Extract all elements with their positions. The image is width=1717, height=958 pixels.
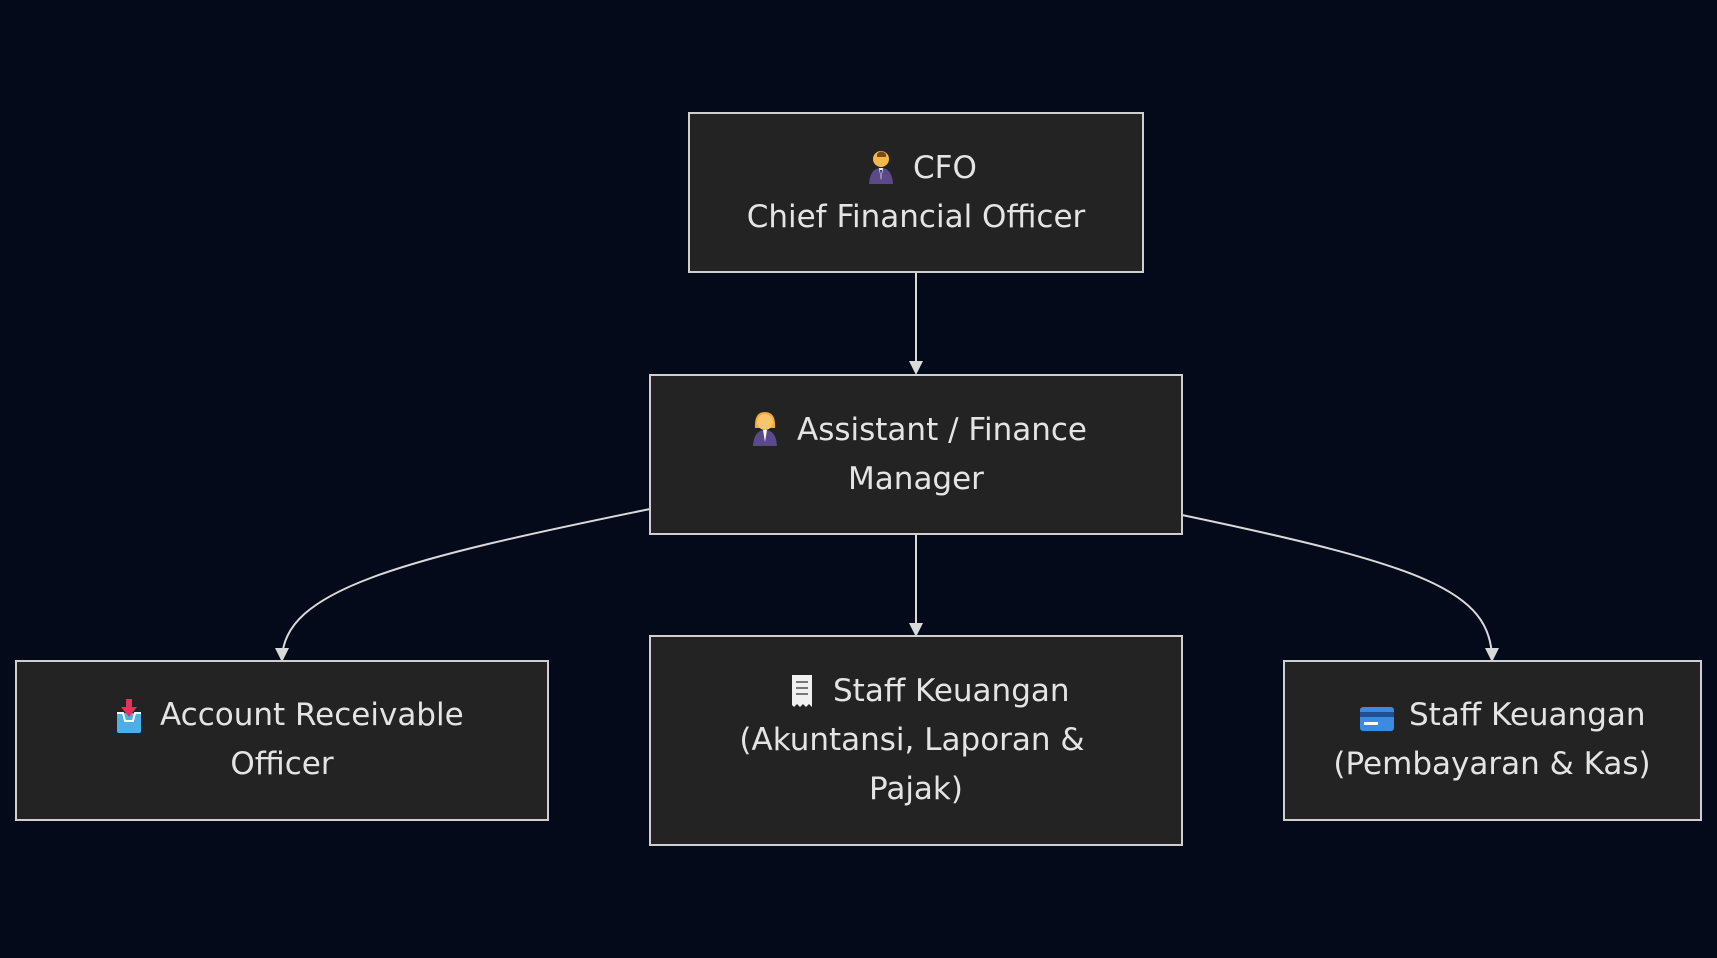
node-ar-line1: Account Receivable [160,697,464,733]
edge-manager-to-payment [1181,514,1499,662]
edge-manager-to-ar [275,508,651,662]
node-payment-line1: Staff Keuangan [1409,697,1646,733]
node-cfo-title: CFO [913,150,977,186]
credit-card-icon [1360,707,1394,731]
node-payment-box [1283,660,1702,821]
inbox-tray-icon [117,699,141,733]
node-ar-box [15,660,549,821]
node-manager-line2: Manager [848,461,984,497]
edges [275,273,1499,662]
node-ar[interactable]: Account Receivable Officer [15,660,549,821]
node-accounting-box [649,635,1183,846]
node-manager-line1: Assistant / Finance [797,412,1087,448]
woman-office-worker-icon [753,412,777,446]
node-accounting-line2: (Akuntansi, Laporan & [739,722,1084,758]
node-cfo[interactable]: CFO Chief Financial Officer [688,112,1144,273]
node-payment[interactable]: Staff Keuangan (Pembayaran & Kas) [1283,660,1702,821]
node-ar-line2: Officer [230,746,333,782]
node-accounting-line1: Staff Keuangan [833,673,1070,709]
node-accounting-line3: Pajak) [869,771,963,807]
node-cfo-subtitle: Chief Financial Officer [747,199,1086,235]
node-payment-line2: (Pembayaran & Kas) [1333,746,1650,782]
node-accounting[interactable]: Staff Keuangan (Akuntansi, Laporan & Paj… [649,635,1183,846]
man-office-worker-icon [869,151,893,184]
node-manager-box [649,374,1183,535]
node-cfo-box [688,112,1144,273]
node-manager[interactable]: Assistant / Finance Manager [649,374,1183,535]
receipt-icon [792,675,812,707]
